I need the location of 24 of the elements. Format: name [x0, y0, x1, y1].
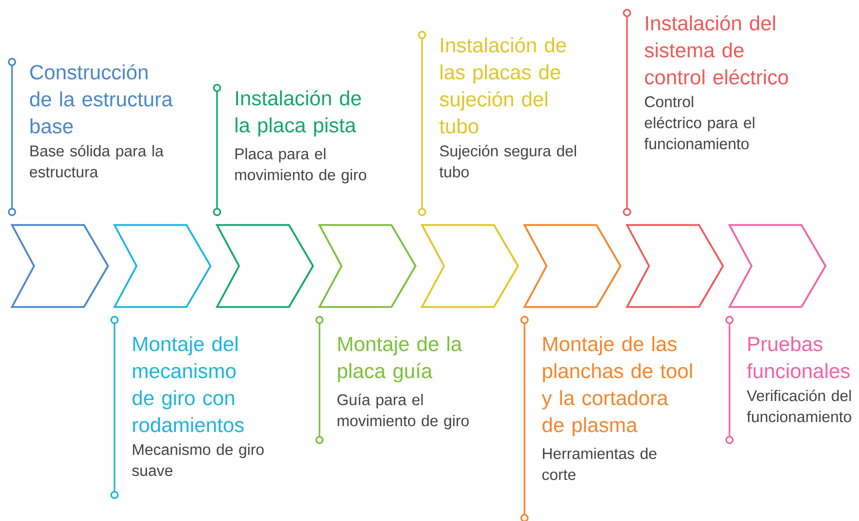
step-heading: Instalación de la placa pista	[236, 90, 361, 137]
process-step-shape	[420, 224, 520, 308]
process-step-shape	[216, 224, 314, 308]
process-step-shape	[626, 224, 724, 308]
step-heading: Montaje del mecanismo de giro con rodamientos	[132, 336, 244, 432]
step-description: Sujeción segura del tubo	[439, 144, 576, 178]
step-description: Control eléctrico para el funcionamiento	[644, 96, 754, 150]
process-step-shape	[318, 224, 417, 308]
step-heading: Instalación del sistema de control eléctrico	[644, 15, 788, 84]
process-step-shape	[113, 224, 212, 308]
process-step-shape	[523, 224, 622, 308]
process-step-shape	[728, 224, 827, 308]
step-description: Mecanismo de giro suave	[132, 444, 264, 476]
process-step-shape	[10, 224, 110, 308]
step-heading: Montaje de las planchas de tool y la cortadora de plasma	[542, 336, 692, 436]
step-description: Placa para el movimiento de giro	[235, 148, 366, 184]
step-heading: Pruebas funcionales	[747, 336, 850, 378]
step-description: Base sólida para la estructura	[30, 144, 164, 178]
step-heading: Montaje de la placa guía	[338, 336, 462, 382]
step-description: Verificación del funcionamiento	[746, 390, 852, 422]
step-description: Guía para el movimiento de giro	[338, 394, 469, 430]
step-heading: Construcción de la estructura base	[30, 64, 173, 134]
step-heading: Instalación de las placas de sujeción del tubo	[440, 37, 566, 134]
step-description: Herramientas de corte	[542, 448, 656, 480]
